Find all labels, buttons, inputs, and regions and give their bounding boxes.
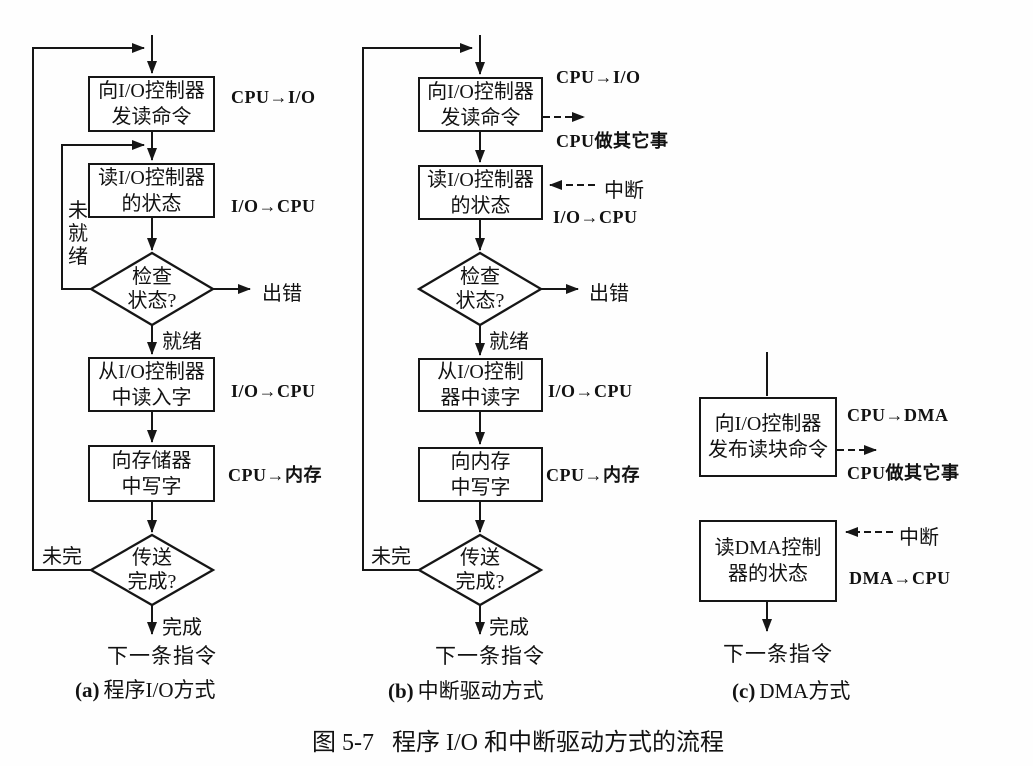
c-interrupt-label: 中断 <box>899 527 939 549</box>
c-box2-transfer-label: DMA→CPU <box>849 568 951 588</box>
box-text-line: 从I/O控制 <box>437 361 524 383</box>
box-text-line: 器的状态 <box>728 563 808 585</box>
box-text-line: 发读命令 <box>440 106 521 129</box>
box-text-line: 向I/O控制器 <box>98 80 205 102</box>
box-text-line: 的状态 <box>121 192 182 215</box>
box-text-line: 中写字 <box>121 475 182 498</box>
a-not-done-label: 未完 <box>42 546 82 568</box>
a-check-status-diamond <box>88 251 216 327</box>
box-text-line: 的状态 <box>450 194 511 217</box>
a-transfer-done-diamond <box>88 533 216 607</box>
panel-a-wires <box>32 35 251 635</box>
figure-caption: 图 5-7 程序 I/O 和中断驱动方式的流程 <box>312 722 724 757</box>
b-done-label: 完成 <box>489 617 529 639</box>
diamond-text-line: 完成? <box>127 571 177 593</box>
a-box3-transfer-label: I/O→CPU <box>231 381 316 401</box>
b-read-controller-status-box: 读I/O控制器 的状态 <box>418 165 543 220</box>
b-check-status-diamond-text: 检查 状态? <box>419 253 541 325</box>
b-box3-transfer-label: I/O→CPU <box>548 381 633 401</box>
a-loop-not-done-line <box>32 43 145 571</box>
diamond-text-line: 完成? <box>455 571 505 593</box>
b-write-word-to-memory-box: 向内存 中写字 <box>418 447 543 502</box>
panel-caption-tag: (a) <box>75 678 100 702</box>
figure-caption-number: 图 5-7 <box>312 730 374 756</box>
b-cpu-other-work-label: CPU做其它事 <box>556 131 669 151</box>
diamond-text-line: 传送 <box>132 547 172 569</box>
a-box4-transfer-label: CPU→内存 <box>228 465 322 485</box>
box-text-line: 读I/O控制器 <box>98 166 205 189</box>
a-not-ready-label: 未就绪 <box>68 200 88 268</box>
panel-caption-text: DMA方式 <box>759 679 851 703</box>
panel-c-wires <box>762 352 893 632</box>
a-box2-transfer-label: I/O→CPU <box>231 196 316 216</box>
b-issue-read-command-box: 向I/O控制器 发读命令 <box>418 77 543 132</box>
box-text-line: 中写字 <box>450 476 511 499</box>
b-transfer-done-diamond <box>416 533 544 607</box>
diamond-text-line: 检查 <box>132 266 172 288</box>
a-error-label: 出错 <box>262 283 302 305</box>
c-cpu-other-work-label: CPU做其它事 <box>847 463 960 483</box>
box-text-line: 读I/O控制器 <box>427 168 534 191</box>
b-next-instruction-label: 下一条指令 <box>435 644 545 668</box>
box-text-line: 发读命令 <box>111 106 192 128</box>
a-read-controller-status-box: 读I/O控制器 的状态 <box>88 163 215 218</box>
box-text-line: 器中读字 <box>440 387 521 409</box>
a-done-label: 完成 <box>162 617 202 639</box>
diamond-text-line: 状态? <box>455 290 505 312</box>
b-ready-label: 就绪 <box>489 331 529 353</box>
box-text-line: 发布读块命令 <box>708 439 828 461</box>
b-transfer-done-diamond-text: 传送 完成? <box>419 535 541 605</box>
panel-caption-tag: (c) <box>732 679 756 703</box>
box-text-line: 向I/O控制器 <box>714 413 822 435</box>
a-read-word-from-controller-box: 从I/O控制器 中读入字 <box>88 357 215 412</box>
c-box1-transfer-label: CPU→DMA <box>847 405 949 425</box>
box-text-line: 中读入字 <box>111 386 192 409</box>
box-text-line: 向存储器 <box>111 449 192 472</box>
a-loop-not-ready-line <box>61 140 145 290</box>
panel-caption-tag: (b) <box>388 679 414 703</box>
panel-b-wires <box>362 35 595 635</box>
panel-caption-text: 程序I/O方式 <box>103 678 216 702</box>
box-text-line: 向I/O控制器 <box>427 80 534 103</box>
b-read-word-from-controller-box: 从I/O控制 器中读字 <box>418 358 543 412</box>
diamond-text-line: 传送 <box>460 547 500 569</box>
b-not-done-label: 未完 <box>371 546 411 568</box>
a-write-word-to-memory-box: 向存储器 中写字 <box>88 445 215 502</box>
c-issue-read-block-command-box: 向I/O控制器 发布读块命令 <box>699 397 837 477</box>
b-check-status-diamond <box>416 251 544 327</box>
a-box1-transfer-label: CPU→I/O <box>231 87 316 107</box>
b-box4-transfer-label: CPU→内存 <box>546 465 640 485</box>
a-check-status-diamond-text: 检查 状态? <box>91 253 213 325</box>
b-panel-caption: (b)中断驱动方式 <box>388 675 544 705</box>
a-next-instruction-label: 下一条指令 <box>107 644 217 668</box>
box-text-line: 从I/O控制器 <box>98 360 205 383</box>
b-box1-transfer-label: CPU→I/O <box>556 67 641 87</box>
c-next-instruction-label: 下一条指令 <box>723 642 833 666</box>
a-issue-read-command-box: 向I/O控制器 发读命令 <box>88 76 215 132</box>
b-interrupt-label: 中断 <box>604 180 644 202</box>
a-transfer-done-diamond-text: 传送 完成? <box>91 535 213 605</box>
b-error-label: 出错 <box>589 283 629 305</box>
a-ready-label: 就绪 <box>162 331 202 353</box>
a-panel-caption: (a)程序I/O方式 <box>75 674 216 704</box>
diamond-text-line: 状态? <box>127 290 177 312</box>
diamond-text-line: 检查 <box>460 266 500 288</box>
b-loop-not-done-line <box>362 43 473 571</box>
panel-caption-text: 中断驱动方式 <box>417 679 544 703</box>
c-panel-caption: (c)DMA方式 <box>732 675 850 705</box>
b-box2-transfer-label: I/O→CPU <box>553 207 638 227</box>
box-text-line: 向内存 <box>450 450 511 473</box>
box-text-line: 读DMA控制 <box>714 537 822 559</box>
c-read-dma-controller-status-box: 读DMA控制 器的状态 <box>699 520 837 602</box>
figure-caption-text: 程序 I/O 和中断驱动方式的流程 <box>392 730 724 756</box>
